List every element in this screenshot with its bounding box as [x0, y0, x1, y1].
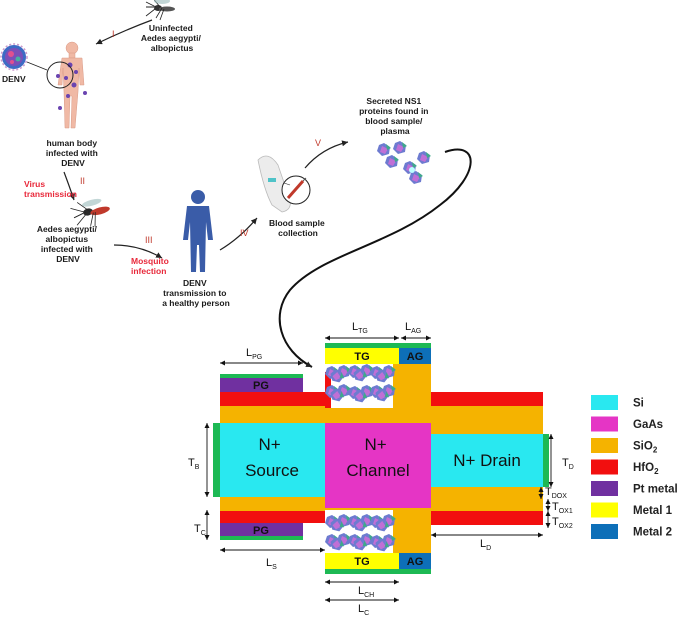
source-label: N+ Source: [245, 435, 299, 480]
pg-bottom-label: PG: [253, 525, 269, 537]
dimension-lines: [204, 335, 554, 603]
step-i-label: I: [112, 29, 115, 39]
pg-top-label: PG: [253, 380, 269, 392]
dim-lpg: LPG: [246, 347, 262, 361]
uninfected-mosquito-label: Uninfected Aedes aegypti/ albopictus: [141, 23, 203, 53]
healthy-person-icon: [183, 190, 213, 272]
legend-label: Metal 1: [633, 505, 673, 517]
transmission-cycle: Uninfected Aedes aegypti/ albopictus I D…: [0, 0, 472, 368]
denv-label: DENV: [2, 74, 26, 84]
sample-to-sensor-connector: [278, 148, 472, 368]
infected-mosquito-icon: [70, 198, 110, 227]
legend-label: GaAs: [633, 419, 663, 431]
legend-label: Si: [633, 398, 644, 410]
pg-bottom-contact: [220, 536, 303, 540]
arrow-iv: [219, 217, 258, 251]
tg-top-label: TG: [354, 351, 369, 363]
dim-tc: TC: [194, 523, 206, 537]
virus-particles: [56, 62, 87, 110]
dim-ld: LD: [480, 538, 491, 552]
tg-top-contact: [325, 343, 431, 348]
arrow-v: [304, 140, 349, 169]
arrow-iii: [113, 244, 163, 259]
dim-ls: LS: [266, 557, 277, 571]
virus-transmission-label: Virus transmission: [24, 179, 77, 199]
step-v-label: V: [315, 138, 321, 148]
hfo2-source-top: [220, 392, 325, 406]
legend-label: Metal 2: [633, 527, 672, 539]
ag-top-label: AG: [407, 351, 424, 363]
pg-bottom: [220, 523, 303, 536]
infected-human-icon: [57, 41, 85, 129]
dim-tox2: TOX2: [552, 516, 573, 530]
source-region: [220, 423, 325, 497]
mosquito-infection-label: Mosquito infection: [131, 256, 171, 276]
legend-swatch: [591, 395, 618, 410]
hfo2-drain-top: [431, 392, 543, 406]
ns1-label: Secreted NS1 proteins found in blood sam…: [359, 96, 431, 136]
dim-tox1: TOX1: [552, 501, 573, 515]
dim-td: TD: [562, 457, 574, 471]
ag-bottom: [399, 553, 431, 569]
infected-mosquito-label: Aedes aegypti/ albopictus infected with …: [37, 224, 99, 264]
blood-sample-icon: [257, 155, 311, 213]
dim-lch: LCH: [358, 585, 374, 599]
step-iv-label: IV: [240, 228, 249, 238]
mosquito-icon: [145, 0, 175, 21]
drain-region: [431, 434, 543, 487]
legend-swatch: [591, 416, 618, 432]
drain-contact: [543, 434, 549, 487]
legend-swatch: [591, 481, 618, 496]
dim-ltg: LTG: [352, 321, 368, 335]
dim-lag: LAG: [405, 321, 421, 335]
pg-top-contact: [220, 374, 303, 378]
legend-label: Pt metal: [633, 484, 678, 496]
dim-lc: LC: [358, 603, 369, 617]
sio2-cavity-top-right: [393, 348, 399, 408]
ag-top: [399, 348, 431, 364]
legend-swatch: [591, 524, 618, 539]
device-cross-section: PG PG TG AG TG AG: [188, 321, 574, 617]
legend-swatch: [591, 438, 618, 453]
arrow-ii: [63, 171, 75, 201]
dim-tdox: TDOX: [545, 486, 567, 500]
arrow-i: [95, 19, 153, 45]
hfo2-drain-bottom: [431, 511, 543, 525]
step-iii-label: III: [145, 235, 153, 245]
ag-bottom-label: AG: [407, 556, 424, 568]
channel-label: N+ Channel: [346, 435, 409, 480]
infected-body-label: human body infected with DENV: [46, 138, 100, 168]
step-ii-label: II: [80, 176, 85, 186]
source-contact: [213, 423, 220, 497]
tg-bottom: [325, 553, 399, 569]
blood-sample-label: Blood sample collection: [269, 218, 327, 238]
tg-bottom-label: TG: [354, 556, 369, 568]
denv-virus-icon: [0, 43, 28, 71]
legend-label: SiO2: [633, 441, 658, 455]
zoom-circle: [46, 61, 74, 89]
legend-swatch: [591, 502, 618, 518]
tg-top: [325, 348, 399, 364]
hfo2-source-bottom: [220, 511, 325, 523]
channel-region: [325, 423, 431, 508]
dim-tb: TB: [188, 457, 200, 471]
tg-bottom-contact: [325, 569, 431, 574]
legend-label: HfO2: [633, 462, 659, 476]
legend-swatch: [591, 459, 618, 475]
drain-label: N+ Drain: [453, 451, 521, 470]
healthy-person-label: DENV transmission to a healthy person: [162, 278, 230, 308]
ns1-protein-icon: [377, 141, 431, 184]
pg-top: [220, 378, 303, 392]
sio2-cavity-bottom-right: [393, 510, 399, 554]
